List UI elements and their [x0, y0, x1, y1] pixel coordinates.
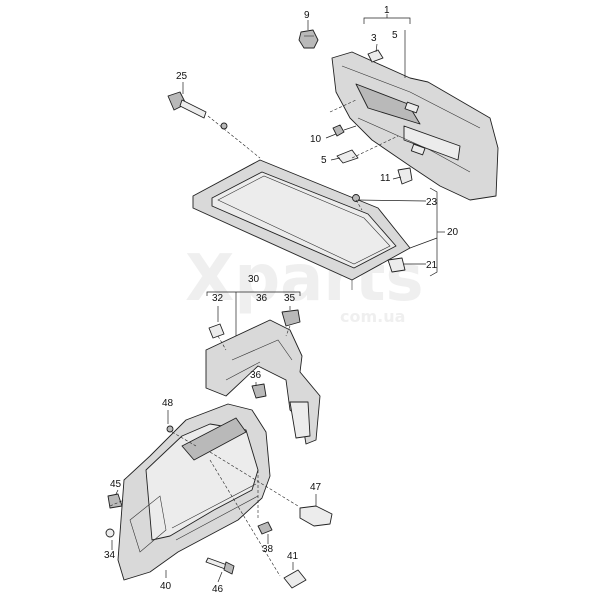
clip-3 — [367, 49, 384, 63]
clip-35 — [281, 309, 301, 327]
fastener-23 — [352, 194, 360, 202]
callout-36-top: 36 — [256, 293, 268, 304]
ring-34 — [105, 528, 115, 538]
clip-11 — [397, 167, 413, 185]
clip-41 — [283, 569, 307, 589]
callout-32: 32 — [212, 293, 224, 304]
callout-1: 1 — [384, 5, 390, 16]
screw-10 — [332, 124, 357, 137]
callout-11: 11 — [380, 173, 391, 184]
callout-30: 30 — [248, 274, 260, 285]
callout-34: 34 — [104, 550, 116, 561]
side-trim-lower — [117, 403, 271, 581]
callout-21: 21 — [426, 260, 438, 271]
callout-48: 48 — [162, 398, 174, 409]
rear-panel-trim — [331, 51, 499, 201]
bolt-45 — [107, 493, 123, 509]
callout-5: 5 — [321, 155, 327, 166]
callout-47: 47 — [310, 482, 322, 493]
callout-10: 10 — [310, 134, 322, 145]
side-trim-upper — [205, 319, 321, 445]
leader-lines — [111, 14, 445, 583]
callout-41: 41 — [287, 551, 299, 562]
callout-23: 23 — [426, 197, 438, 208]
callout-38: 38 — [262, 544, 274, 555]
clip-5 — [336, 149, 359, 164]
watermark-domain: com.ua — [340, 307, 405, 326]
callout-labels: 1 3 5 9 25 10 5 11 23 20 21 30 32 36 35 … — [104, 5, 459, 595]
fastener-36 — [251, 383, 267, 399]
callout-45: 45 — [110, 479, 122, 490]
callout-35: 35 — [284, 293, 296, 304]
clip-32 — [208, 323, 225, 339]
clip-21 — [387, 257, 406, 273]
callout-20: 20 — [447, 227, 459, 238]
callout-3: 3 — [371, 33, 377, 44]
screw-46 — [205, 557, 235, 575]
callout-25: 25 — [176, 71, 188, 82]
bolt-25 — [167, 91, 228, 130]
fastener-9 — [298, 29, 319, 49]
nut-48 — [166, 425, 174, 433]
assembly-lines — [109, 99, 399, 577]
callout-5-top: 5 — [392, 30, 398, 41]
bracket-47 — [299, 505, 333, 527]
callout-46: 46 — [212, 584, 224, 595]
screw-38 — [257, 521, 273, 535]
callout-36: 36 — [250, 370, 262, 381]
callout-40: 40 — [160, 581, 172, 592]
callout-9: 9 — [304, 10, 310, 21]
